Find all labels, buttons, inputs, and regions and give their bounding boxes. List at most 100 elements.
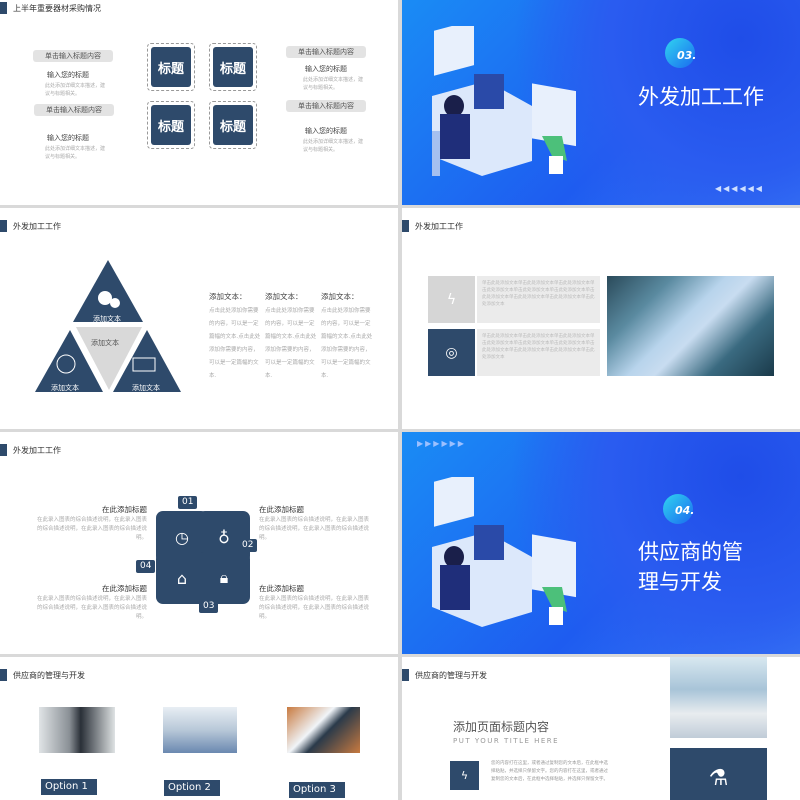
header-text: 上半年重要器材采购情况: [13, 3, 101, 13]
slide-title-content[interactable]: 供应商的管理与开发 添加页面标题内容 PUT YOUR TITLE HERE ϟ…: [402, 657, 800, 800]
staircase-photo: [287, 707, 360, 753]
column-text: 点击此处添加你需要的内容，可以是一定篇幅的文本.点击此处添加你需要的内容，可以是…: [321, 308, 373, 379]
step-desc: 在此添加标题在此录入图表的综合描述说明，在此录入图表的综合描述说明，在此录入图表…: [37, 583, 147, 622]
flask-icon: ⚗: [670, 748, 767, 800]
title-pill: 单击输入标题内容: [286, 100, 366, 112]
slide-header: 外发加工工作: [0, 444, 61, 456]
slide-triangles[interactable]: 外发加工工作 添加文本 添加文本 添加文本 添加文本 添加文本： 点击此处添加你需…: [0, 208, 398, 429]
section-number: 04.: [675, 504, 695, 517]
step-text: 在此录入图表的综合描述说明，在此录入图表的综合描述说明，在此录入图表的综合描述说…: [259, 596, 370, 620]
section-title-line2: 理与开发: [638, 570, 722, 594]
desc: 此处添加详细文本描述，建议与标题相关。: [303, 77, 364, 91]
box-label: 标题: [213, 105, 253, 145]
title-pill: 单击输入标题内容: [33, 50, 113, 62]
text-column: 添加文本： 点击此处添加你需要的内容，可以是一定篇幅的文本.点击此处添加你需要的内…: [265, 290, 317, 383]
triangle-label: 添加文本: [51, 384, 79, 392]
step-desc: 在此添加标题在此录入图表的综合描述说明，在此录入图表的综合描述说明，在此录入图表…: [259, 583, 369, 622]
slide-section-03[interactable]: 03. 外发加工工作 ◀◀◀◀◀◀: [402, 0, 800, 205]
office-photo: [670, 657, 767, 738]
slide-header: 外发加工工作: [402, 220, 463, 232]
header-text: 供应商的管理与开发: [415, 670, 487, 680]
step-title: 在此添加标题: [259, 584, 304, 593]
step-title: 在此添加标题: [102, 505, 147, 514]
column-title: 添加文本：: [321, 292, 359, 301]
step-title: 在此添加标题: [259, 505, 304, 514]
office-worker-illustration: [432, 26, 576, 176]
header-text: 外发加工工作: [13, 445, 61, 455]
header-text: 外发加工工作: [13, 221, 61, 231]
row-text: 单击此处添加文本单击此处添加文本单击此处添加文本单击此处添加文本单击此处添加文本…: [477, 329, 600, 376]
arrow-decoration-icon: ◀◀◀◀◀◀: [715, 184, 764, 193]
target-icon: ◎: [428, 329, 475, 376]
slide-text-image[interactable]: 外发加工工作 ϟ 单击此处添加文本单击此处添加文本单击此处添加文本单击此处添加文…: [402, 208, 800, 429]
section-title-line1: 供应商的管: [638, 540, 743, 564]
slide-section-04[interactable]: ▶▶▶▶▶▶ 04. 供应商的管 理与开发: [402, 432, 800, 654]
desc: 此处添加详细文本描述，建议与标题相关。: [45, 83, 106, 97]
header-text: 供应商的管理与开发: [13, 670, 85, 680]
slide-procurement[interactable]: 上半年重要器材采购情况 单击输入标题内容 输入您的标题 此处添加详细文本描述，建…: [0, 0, 398, 205]
section-number: 03.: [677, 49, 697, 62]
column-title: 添加文本：: [265, 292, 303, 301]
step-number: 03: [199, 600, 219, 613]
section-number-badge: [665, 38, 695, 68]
step-text: 在此录入图表的综合描述说明，在此录入图表的综合描述说明，在此录入图表的综合描述说…: [259, 517, 370, 541]
slide-header: 供应商的管理与开发: [0, 669, 85, 681]
page-subtitle: PUT YOUR TITLE HERE: [453, 737, 560, 745]
lightning-icon: ϟ: [428, 276, 475, 323]
triangle-label: 添加文本: [91, 339, 119, 347]
triangle-middle: [76, 327, 142, 390]
column-text: 点击此处添加你需要的内容，可以是一定篇幅的文本.点击此处添加你需要的内容，可以是…: [265, 308, 317, 379]
triangle-label: 添加文本: [132, 384, 160, 392]
section-title: 外发加工工作: [638, 85, 764, 109]
slide-options[interactable]: 供应商的管理与开发 Option 1 Option 2 Option 3: [0, 657, 398, 800]
column-text: 点击此处添加你需要的内容，可以是一定篇幅的文本.点击此处添加你需要的内容，可以是…: [209, 308, 261, 379]
speech-bubble-icon: [98, 291, 112, 305]
option-1-button[interactable]: Option 1: [41, 779, 97, 795]
option-3-button[interactable]: Option 3: [289, 782, 345, 798]
box-label: 标题: [151, 47, 191, 87]
text-column: 添加文本： 点击此处添加你需要的内容，可以是一定篇幅的文本.点击此处添加你需要的内…: [321, 290, 373, 383]
slide-header: 上半年重要器材采购情况: [0, 2, 101, 14]
businessman-photo: [39, 707, 115, 753]
office-worker-illustration: [432, 477, 576, 627]
step-title: 在此添加标题: [102, 584, 147, 593]
desc: 此处添加详细文本描述，建议与标题相关。: [303, 139, 364, 153]
triangle-diagram: [35, 260, 181, 392]
title-box: 标题: [209, 43, 257, 91]
lock-icon: 🔒︎: [198, 552, 250, 604]
triangle-left: [35, 330, 103, 392]
desc: 此处添加详细文本描述，建议与标题相关。: [45, 146, 106, 160]
box-label: 标题: [213, 47, 253, 87]
triangle-label: 添加文本: [93, 315, 121, 323]
step-number: 01: [178, 496, 198, 509]
subtitle: 输入您的标题: [47, 134, 89, 142]
step-number: 04: [136, 560, 156, 573]
title-pill: 单击输入标题内容: [34, 104, 114, 116]
globe-icon: [56, 354, 76, 374]
lightning-icon: ϟ: [450, 761, 479, 790]
slide-header: 供应商的管理与开发: [402, 669, 487, 681]
page-title: 添加页面标题内容: [453, 720, 550, 734]
box-label: 标题: [151, 105, 191, 145]
body-text: 您的内容打在这里，或者通过复制您的文本后，在此框中选择粘贴，并选择只保留文字。您…: [491, 761, 608, 782]
triangle-right: [113, 330, 181, 392]
slide-header: 外发加工工作: [0, 220, 61, 232]
option-2-button[interactable]: Option 2: [164, 780, 220, 796]
row-text: 单击此处添加文本单击此处添加文本单击此处添加文本单击此处添加文本单击此处添加文本…: [477, 276, 600, 323]
subtitle: 输入您的标题: [305, 127, 347, 135]
column-title: 添加文本：: [209, 292, 247, 301]
arrow-decoration-icon: ▶▶▶▶▶▶: [417, 439, 466, 448]
title-box: 标题: [147, 101, 195, 149]
subtitle: 输入您的标题: [305, 65, 347, 73]
title-pill: 单击输入标题内容: [286, 46, 366, 58]
text-column: 添加文本： 点击此处添加你需要的内容，可以是一定篇幅的文本.点击此处添加你需要的内…: [209, 290, 261, 383]
slide-four-steps[interactable]: 外发加工工作 ◷ ♁ ⌂ 🔒︎ 01 02 03 04 在此添加标题在此录入图表…: [0, 432, 398, 654]
title-box: 标题: [147, 43, 195, 91]
section-number-badge: [663, 494, 693, 524]
step-desc: 在此添加标题在此录入图表的综合描述说明，在此录入图表的综合描述说明，在此录入图表…: [37, 504, 147, 543]
step-text: 在此录入图表的综合描述说明，在此录入图表的综合描述说明，在此录入图表的综合描述说…: [37, 517, 148, 541]
step-desc: 在此添加标题在此录入图表的综合描述说明，在此录入图表的综合描述说明，在此录入图表…: [259, 504, 369, 543]
office-photo: [163, 707, 237, 753]
subtitle: 输入您的标题: [47, 71, 89, 79]
step-number: 02: [238, 539, 258, 552]
